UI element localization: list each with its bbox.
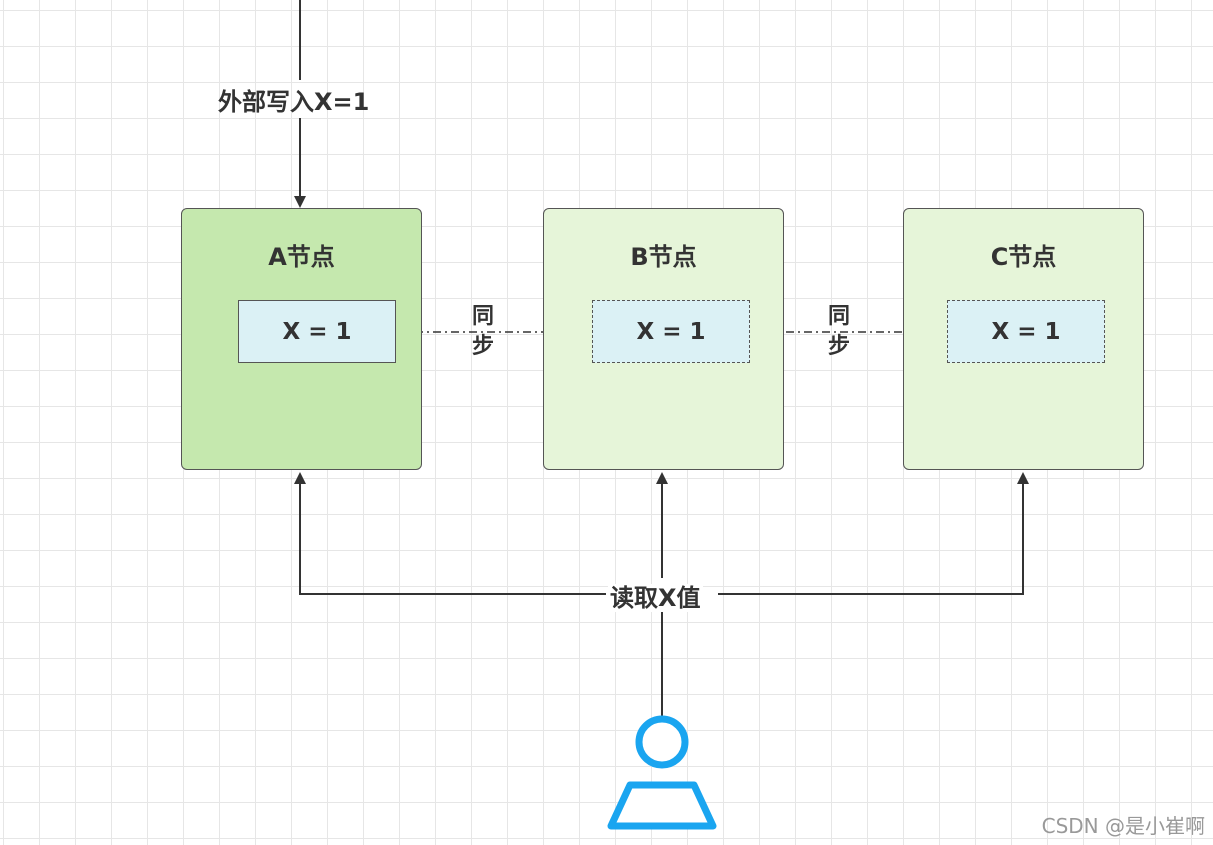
read-label: 读取X值 [608, 584, 703, 612]
read-line-left [299, 475, 606, 595]
node-c-value: X = 1 [947, 300, 1105, 363]
sync-label-b-c: 同 步 [827, 304, 850, 359]
read-line-right [718, 475, 1024, 595]
write-label: 外部写入X=1 [218, 88, 370, 116]
node-b-value: X = 1 [592, 300, 750, 363]
node-c-title: C节点 [990, 243, 1057, 271]
sync-label-a-b: 同 步 [471, 304, 494, 359]
node-a-value: X = 1 [238, 300, 396, 363]
node-a-title: A节点 [268, 243, 335, 271]
user-icon [607, 715, 717, 830]
watermark: CSDN @是小崔啊 [1041, 814, 1205, 838]
node-b-title: B节点 [630, 243, 697, 271]
